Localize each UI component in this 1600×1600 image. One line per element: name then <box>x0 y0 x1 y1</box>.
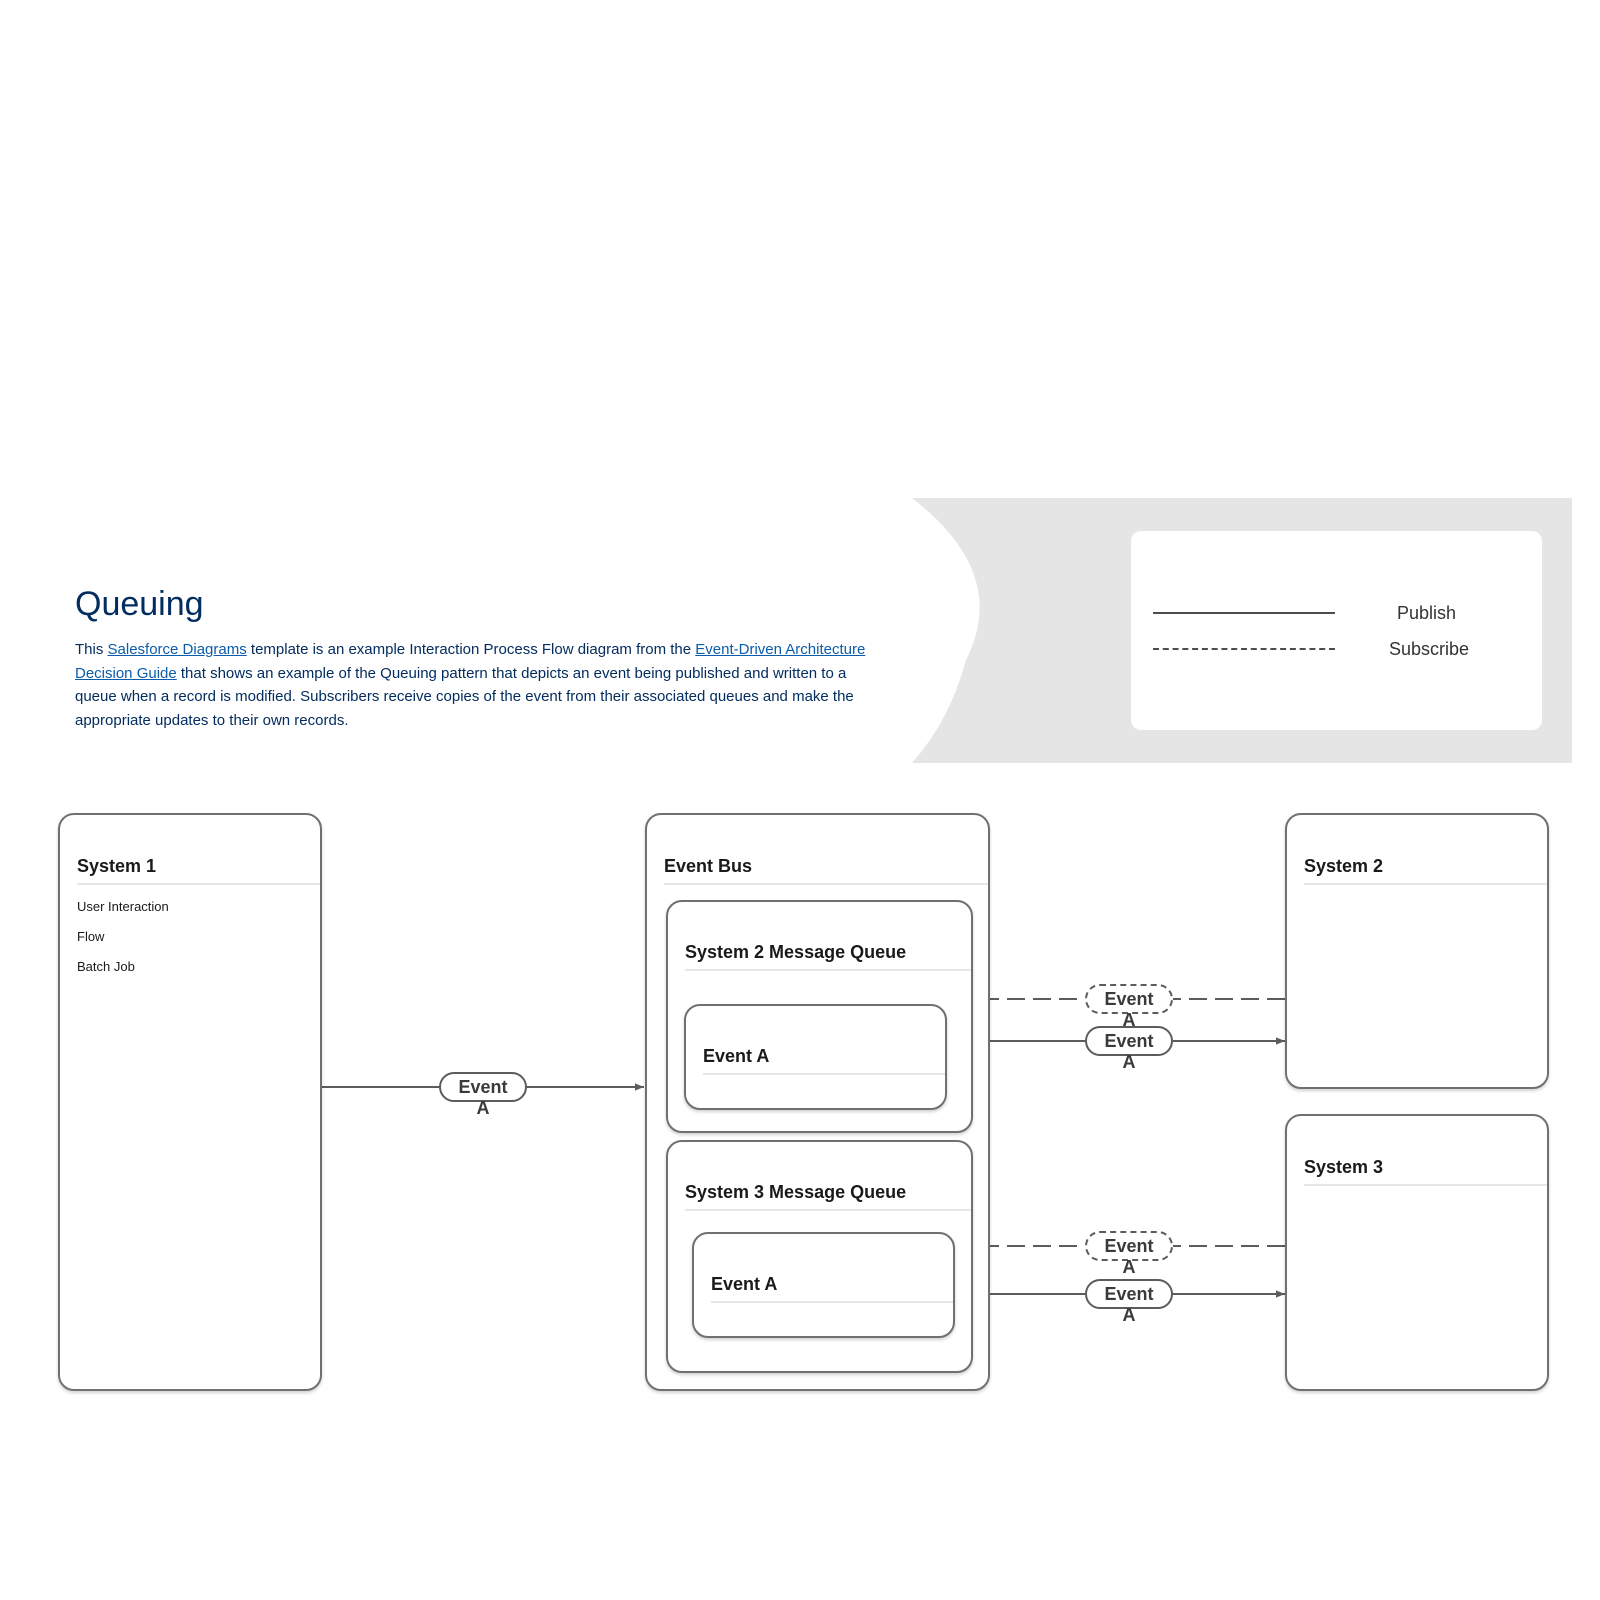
legend-publish-label: Publish <box>1397 603 1457 623</box>
page-description: This Salesforce Diagrams template is an … <box>75 641 866 729</box>
event-bus-title: Event Bus <box>664 856 753 876</box>
event-pill-label: Event <box>458 1077 508 1097</box>
page-title: Queuing <box>75 585 204 623</box>
system3-queue-event-a-title: Event A <box>711 1274 778 1294</box>
event-pill-subscribe-system2[interactable]: Event A <box>1085 984 1173 1030</box>
system3-title: System 3 <box>1304 1157 1384 1177</box>
system3-queue-divider <box>685 1209 971 1211</box>
system1-title: System 1 <box>77 856 157 876</box>
event-pill-sublabel: A <box>1122 1010 1136 1030</box>
event-pill-label: Event <box>1104 1236 1154 1256</box>
eda-decision-guide-link[interactable]: Event-Driven Architecture Decision Guide <box>75 641 866 682</box>
system3-queue-event-a[interactable]: Event A <box>692 1232 955 1338</box>
salesforce-diagrams-link[interactable]: Salesforce Diagrams <box>107 641 247 658</box>
event-pill-sublabel: A <box>476 1098 490 1118</box>
system2-queue-divider <box>685 969 971 971</box>
event-pill-sublabel: A <box>1122 1052 1136 1072</box>
event-pill-publish-system2[interactable]: Event A <box>1085 1026 1173 1072</box>
system2-divider <box>1304 883 1547 885</box>
system2-queue-event-a[interactable]: Event A <box>684 1004 947 1110</box>
event-pill-subscribe-system3[interactable]: Event A <box>1085 1231 1173 1277</box>
event-pill-publish-system3[interactable]: Event A <box>1085 1279 1173 1325</box>
system3-queue-event-a-divider <box>711 1301 953 1303</box>
system2-box[interactable]: System 2 <box>1285 813 1549 1089</box>
system3-queue-title: System 3 Message Queue <box>685 1182 907 1202</box>
system2-queue-event-a-title: Event A <box>703 1046 770 1066</box>
system3-divider <box>1304 1184 1547 1186</box>
system1-box[interactable]: System 1 User Interaction Flow Batch Job <box>58 813 322 1391</box>
system1-item-flow: Flow <box>77 929 105 944</box>
event-pill-publish-bus[interactable]: Event A <box>439 1072 527 1118</box>
legend-subscribe-label: Subscribe <box>1389 639 1470 659</box>
system1-divider <box>77 883 320 885</box>
legend <box>1131 531 1542 730</box>
legend-subscribe-line <box>1153 648 1335 650</box>
system2-queue-event-a-divider <box>703 1073 945 1075</box>
system2-queue-title: System 2 Message Queue <box>685 942 907 962</box>
event-pill-sublabel: A <box>1122 1305 1136 1325</box>
system3-box[interactable]: System 3 <box>1285 1114 1549 1391</box>
system1-item-batch-job: Batch Job <box>77 959 135 974</box>
event-bus-divider <box>664 883 988 885</box>
event-pill-sublabel: A <box>1122 1257 1136 1277</box>
event-pill-label: Event <box>1104 1284 1154 1304</box>
legend-publish-line <box>1153 612 1335 614</box>
event-pill-label: Event <box>1104 989 1154 1009</box>
system2-title: System 2 <box>1304 856 1384 876</box>
system1-item-user-interaction: User Interaction <box>77 899 169 914</box>
event-pill-label: Event <box>1104 1031 1154 1051</box>
